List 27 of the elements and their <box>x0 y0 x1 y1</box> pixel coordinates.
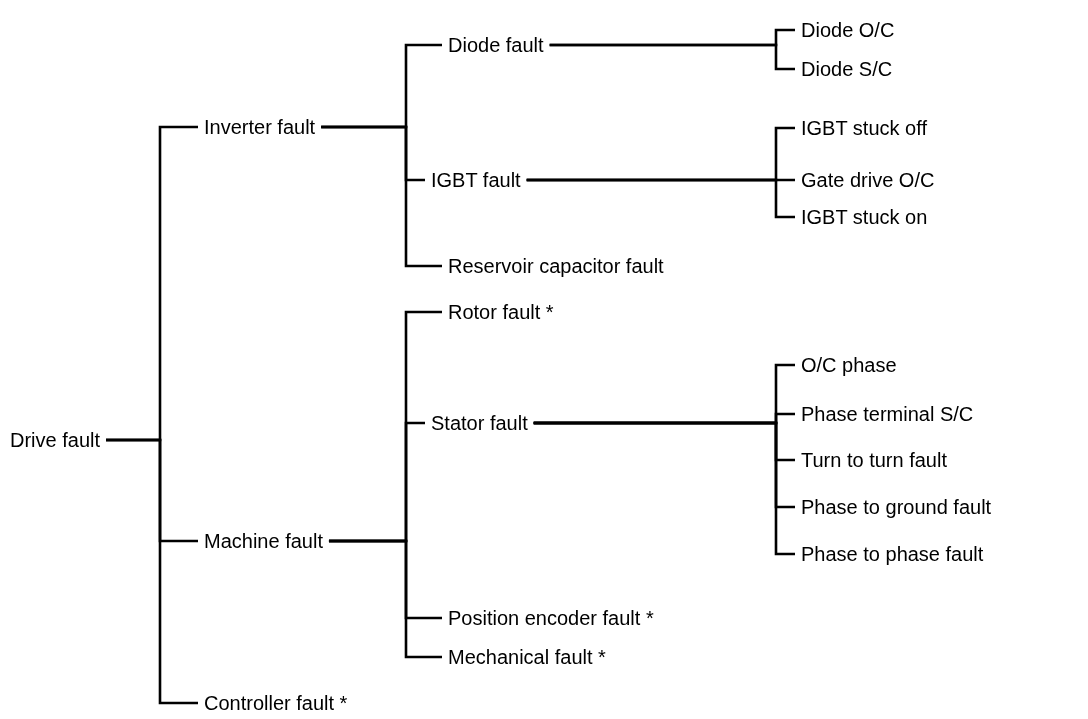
fault-label: Phase to ground fault <box>795 495 998 519</box>
fault-label: Mechanical fault * <box>442 645 612 669</box>
fault-label: Reservoir capacitor fault <box>442 254 670 278</box>
fault-label: IGBT stuck on <box>795 205 934 229</box>
fault-label: IGBT fault <box>425 168 527 192</box>
tree-connector <box>526 178 795 219</box>
fault-label: IGBT stuck off <box>795 116 933 140</box>
fault-label: Position encoder fault * <box>442 606 660 630</box>
tree-connector <box>328 539 442 659</box>
fault-label: Gate drive O/C <box>795 168 941 192</box>
tree-connector <box>549 43 795 71</box>
tree-connector <box>106 438 198 705</box>
fault-label: Stator fault <box>425 411 534 435</box>
fault-label: Turn to turn fault <box>795 448 953 472</box>
fault-label: Controller fault * <box>198 691 354 715</box>
fault-label: Diode O/C <box>795 18 901 42</box>
tree-connector <box>321 125 442 268</box>
fault-label: Diode fault <box>442 33 550 57</box>
fault-label: O/C phase <box>795 353 903 377</box>
fault-label: Phase to phase fault <box>795 542 990 566</box>
tree-connector <box>533 421 795 556</box>
fault-label: Inverter fault <box>198 115 322 139</box>
fault-label: Machine fault <box>198 529 329 553</box>
fault-label: Rotor fault * <box>442 300 560 324</box>
fault-label: Diode S/C <box>795 57 899 81</box>
fault-label: Drive fault <box>4 428 107 452</box>
fault-label: Phase terminal S/C <box>795 402 980 426</box>
